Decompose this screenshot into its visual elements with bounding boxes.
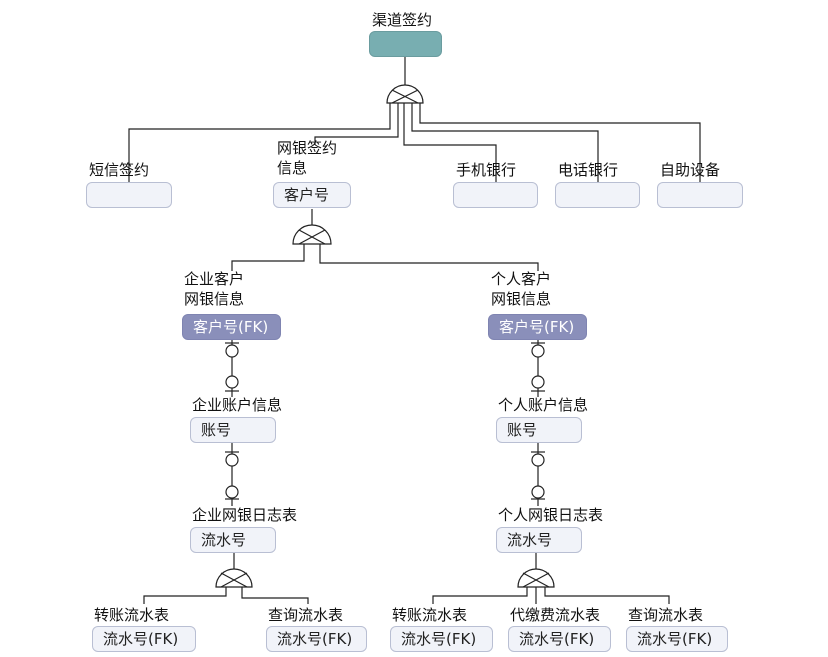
sms-signing-box[interactable]: [86, 182, 172, 208]
root-entity-box[interactable]: [369, 31, 442, 57]
personal-account-title: 个人账户信息: [498, 396, 589, 414]
enterprise-netbank-key[interactable]: 客户号(FK): [182, 314, 281, 340]
exclusive-subtype-symbol: [215, 568, 253, 588]
connector-line: [319, 244, 539, 271]
self-service-title: 自助设备: [660, 161, 721, 179]
netbank-signing-title-line2: 信息: [277, 159, 308, 177]
personal-log-title: 个人网银日志表: [498, 506, 604, 524]
enterprise-netbank-title-line1: 企业客户: [184, 270, 245, 288]
connector-line: [403, 103, 497, 183]
enterprise-query-key[interactable]: 流水号(FK): [266, 626, 367, 652]
exclusive-subtype-symbol: [386, 84, 424, 104]
exclusive-subtype-symbol: [517, 568, 555, 588]
enterprise-transfer-title: 转账流水表: [94, 606, 170, 624]
self-service-box[interactable]: [657, 182, 743, 208]
personal-netbank-title-line2: 网银信息: [491, 290, 552, 308]
mobile-banking-title: 手机银行: [456, 161, 517, 179]
sms-signing-title: 短信签约: [89, 161, 150, 179]
personal-account-key[interactable]: 账号: [496, 417, 582, 443]
enterprise-transfer-key[interactable]: 流水号(FK): [92, 626, 196, 652]
connector-line: [128, 103, 391, 183]
enterprise-netbank-title-line2: 网银信息: [184, 290, 245, 308]
connector-line: [432, 587, 528, 604]
netbank-signing-title-line1: 网银签约: [277, 139, 338, 157]
personal-netbank-key[interactable]: 客户号(FK): [488, 314, 587, 340]
connector-line: [314, 103, 399, 145]
personal-transfer-key[interactable]: 流水号(FK): [390, 626, 493, 652]
personal-query-title: 查询流水表: [628, 606, 704, 624]
enterprise-log-title: 企业网银日志表: [192, 506, 298, 524]
connector-line: [411, 103, 599, 183]
personal-query-key[interactable]: 流水号(FK): [626, 626, 728, 652]
enterprise-account-title: 企业账户信息: [192, 396, 283, 414]
phone-banking-box[interactable]: [555, 182, 640, 208]
netbank-signing-key[interactable]: 客户号: [273, 182, 351, 208]
connector-line: [143, 587, 227, 604]
connector-line: [241, 587, 309, 604]
connector-line: [419, 103, 701, 183]
personal-netbank-title-line1: 个人客户: [491, 270, 552, 288]
personal-transfer-title: 转账流水表: [392, 606, 468, 624]
personal-payment-key[interactable]: 流水号(FK): [508, 626, 611, 652]
connector-line: [544, 587, 670, 604]
exclusive-subtype-symbol: [292, 224, 332, 245]
enterprise-log-key[interactable]: 流水号: [190, 527, 276, 553]
personal-payment-title: 代缴费流水表: [510, 606, 601, 624]
enterprise-query-title: 查询流水表: [268, 606, 344, 624]
mobile-banking-box[interactable]: [453, 182, 538, 208]
enterprise-account-key[interactable]: 账号: [190, 417, 276, 443]
personal-log-key[interactable]: 流水号: [496, 527, 582, 553]
root-title: 渠道签约: [372, 11, 433, 29]
phone-banking-title: 电话银行: [558, 161, 619, 179]
connector-line: [231, 244, 305, 271]
